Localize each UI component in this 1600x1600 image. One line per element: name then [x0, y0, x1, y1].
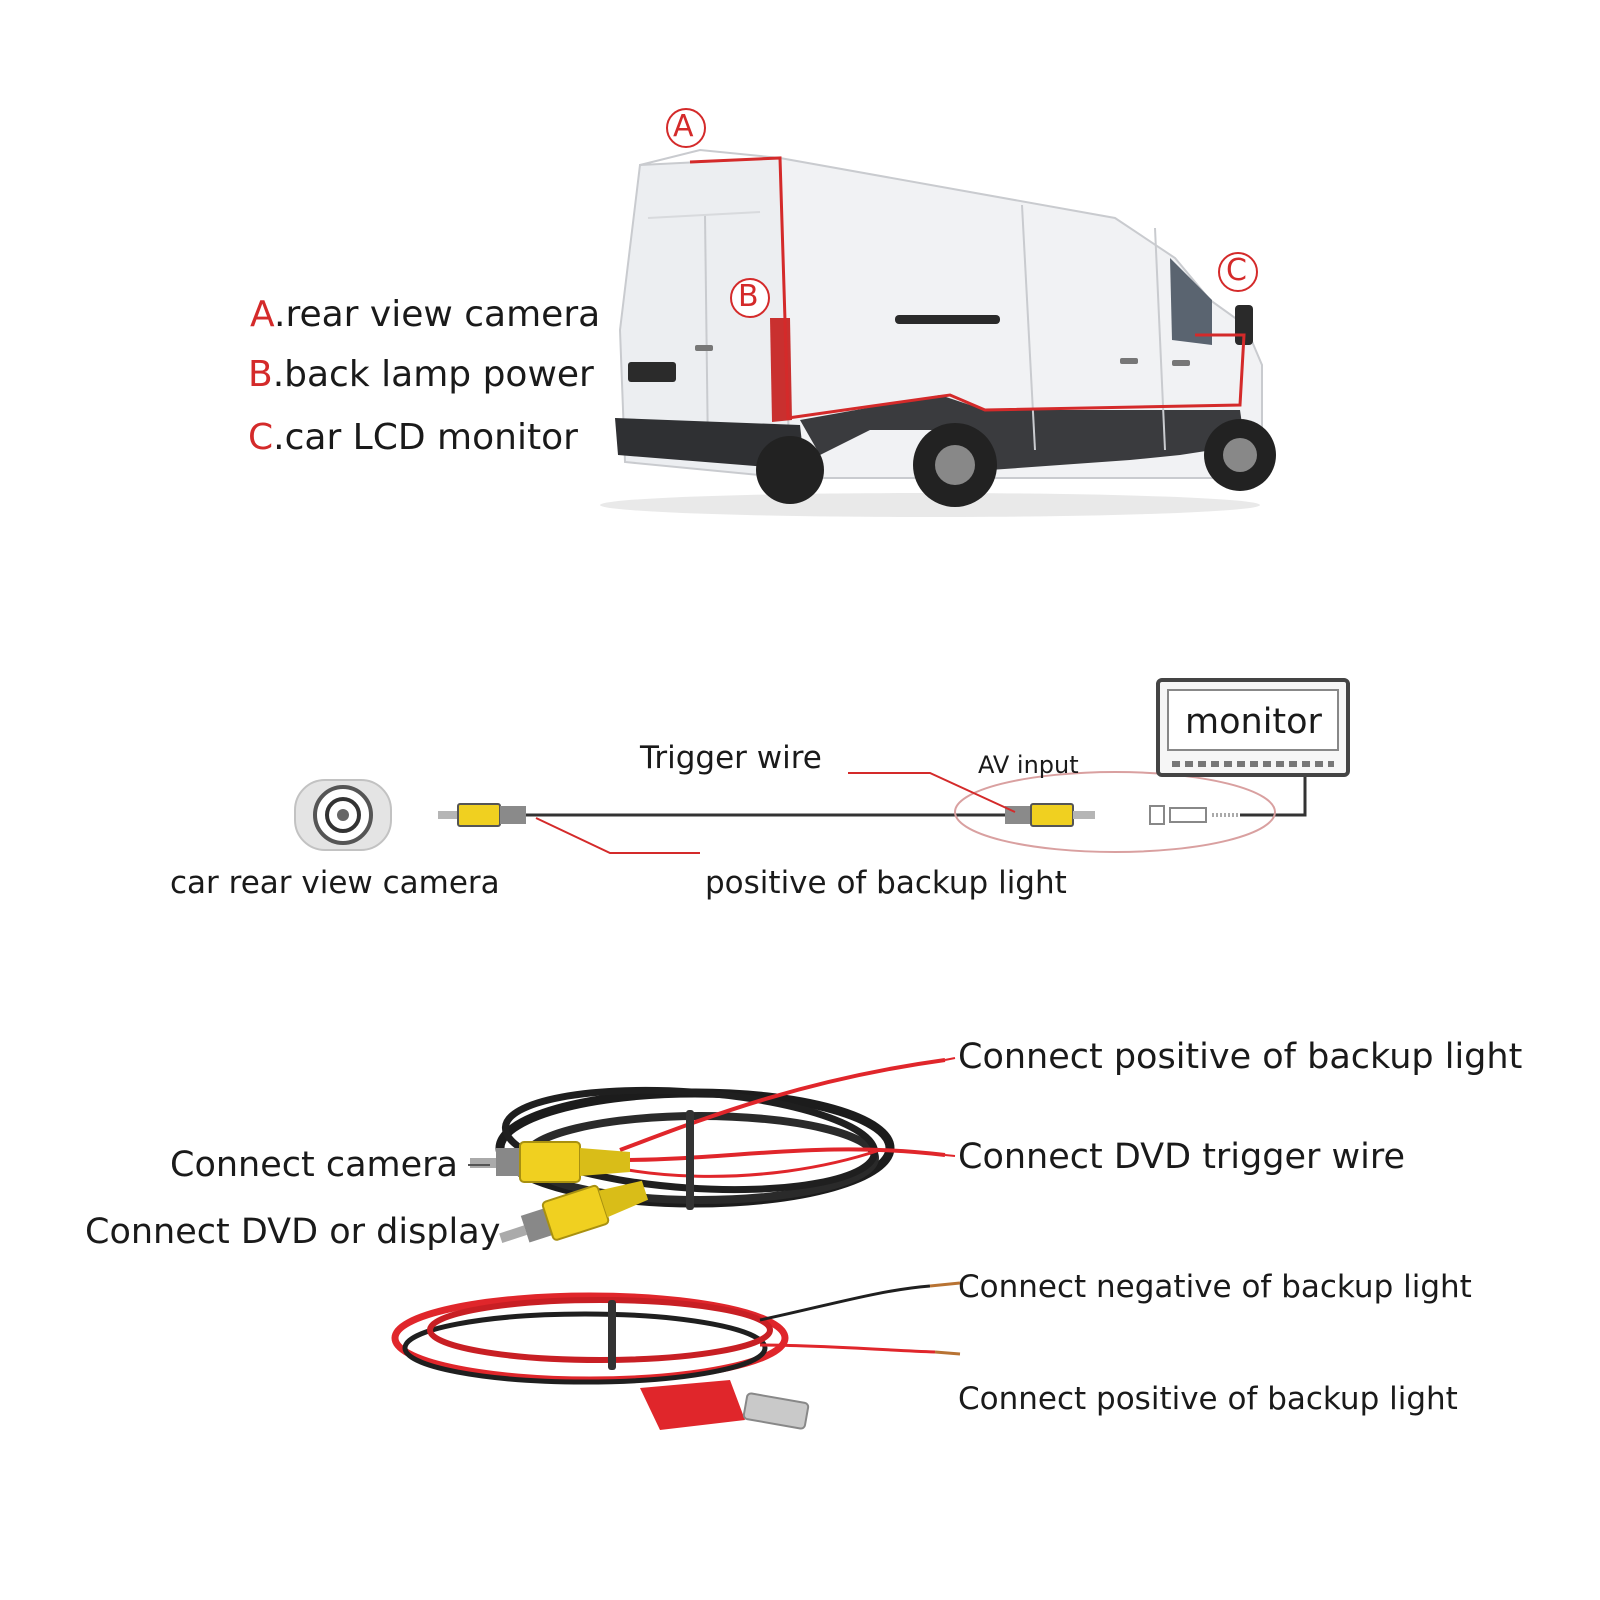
- legend-text-c: .car LCD monitor: [273, 417, 578, 458]
- power-cable-illustration: [391, 1281, 961, 1430]
- legend-item-b: B.back lamp power: [248, 357, 594, 393]
- legend-letter-b: B: [248, 354, 273, 395]
- connect-positive-bottom-label: Connect positive of backup light: [958, 1381, 1458, 1417]
- connect-positive-top-label: Connect positive of backup light: [958, 1037, 1523, 1077]
- legend-text-b: .back lamp power: [272, 354, 594, 395]
- camera-icon: [294, 779, 392, 851]
- rca-connector-right-icon: [1005, 803, 1095, 827]
- monitor-icon: [1156, 678, 1350, 777]
- marker-a: A: [673, 109, 694, 144]
- rca-connector-left-icon: [438, 803, 526, 827]
- connect-dvd-label: Connect DVD or display: [85, 1212, 501, 1252]
- camera-label: car rear view camera: [170, 865, 500, 901]
- video-cable-illustration: [470, 1058, 946, 1243]
- wiring-diagram: [294, 678, 1350, 854]
- legend-item-a: A.rear view camera: [250, 297, 600, 333]
- monitor-label: monitor: [1185, 702, 1322, 742]
- marker-b: B: [738, 279, 759, 314]
- connect-negative-label: Connect negative of backup light: [958, 1269, 1472, 1305]
- connect-trigger-label: Connect DVD trigger wire: [958, 1137, 1406, 1177]
- label-leaders: [468, 1057, 956, 1166]
- legend-text-a: .rear view camera: [274, 294, 601, 335]
- marker-c: C: [1226, 253, 1247, 288]
- connect-camera-label: Connect camera: [170, 1145, 458, 1185]
- legend-item-c: C.car LCD monitor: [248, 420, 578, 456]
- legend-letter-a: A: [250, 294, 274, 335]
- av-input-label: AV input: [978, 751, 1079, 779]
- legend-letter-c: C: [248, 417, 274, 458]
- trigger-wire-label: Trigger wire: [640, 740, 822, 776]
- backup-light-label: positive of backup light: [705, 865, 1067, 901]
- monitor-plug-icon: [1149, 775, 1307, 825]
- van-illustration: [600, 108, 1276, 517]
